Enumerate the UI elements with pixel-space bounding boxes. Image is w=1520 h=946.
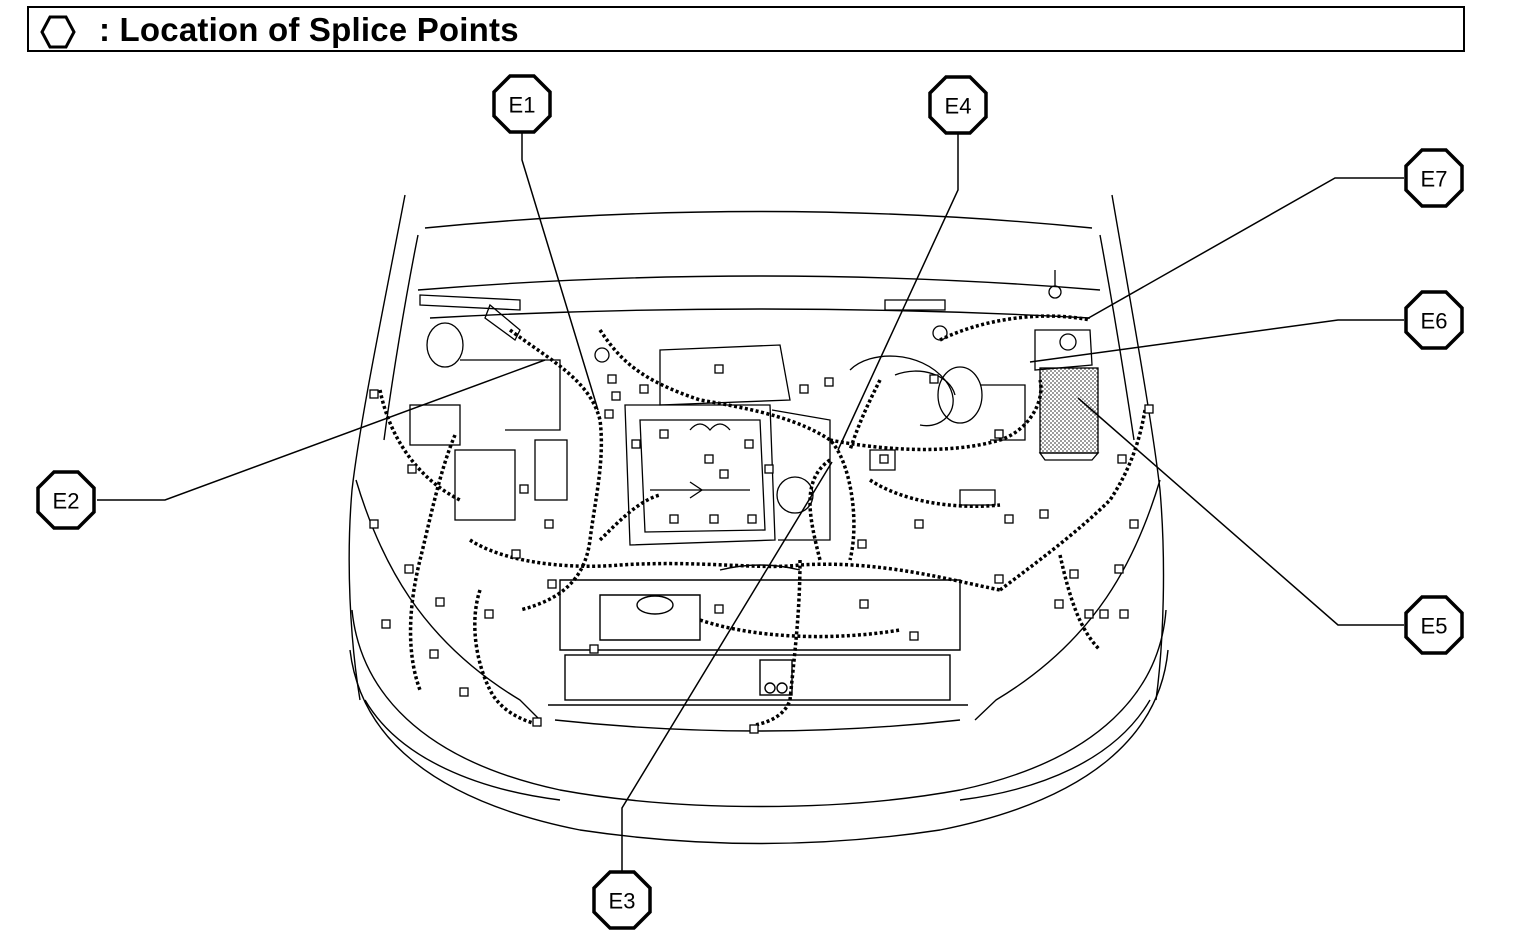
callout-label-e6: E6 [1421, 309, 1448, 334]
leader-line-e1 [521, 132, 599, 411]
callout-e4: E4 [928, 75, 988, 135]
callout-label-e2: E2 [53, 489, 80, 514]
callout-e6: E6 [1404, 290, 1464, 350]
leader-line-e3 [621, 461, 833, 872]
callout-label-e3: E3 [609, 889, 636, 914]
callout-e3: E3 [592, 870, 652, 930]
hexagon-outline-icon [40, 15, 76, 49]
callout-label-e7: E7 [1421, 167, 1448, 192]
leader-line-e7 [1084, 177, 1404, 321]
callout-label-e4: E4 [945, 94, 972, 119]
page-title: : Location of Splice Points [99, 11, 519, 48]
leader-line-e5 [1077, 397, 1404, 626]
connectors [369, 364, 1154, 734]
engine-components [409, 270, 1100, 546]
legend-header: : Location of Splice Points [27, 6, 1465, 52]
callout-label-e1: E1 [509, 93, 536, 118]
leader-lines [97, 132, 1404, 872]
callout-label-e5: E5 [1421, 614, 1448, 639]
leader-line-e2 [97, 359, 546, 501]
leader-line-e4 [837, 133, 959, 451]
callout-e7: E7 [1404, 148, 1464, 208]
callout-e5: E5 [1404, 595, 1464, 655]
leader-line-e6 [1029, 319, 1404, 363]
callout-e2: E2 [36, 470, 96, 530]
wiring-harness [378, 314, 1147, 727]
callout-e1: E1 [492, 74, 552, 134]
vehicle-body [348, 194, 1169, 845]
